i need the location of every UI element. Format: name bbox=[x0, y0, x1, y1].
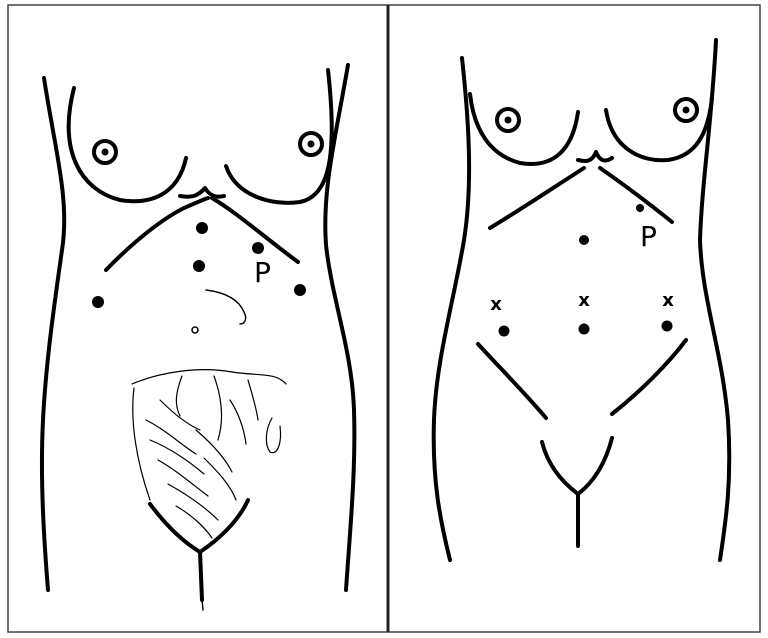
right-torso: P x x x bbox=[434, 40, 730, 560]
right-torso-costal-margin-right bbox=[600, 168, 672, 222]
right-torso-left-side bbox=[434, 58, 469, 560]
left-torso-sternal-notch bbox=[180, 188, 224, 197]
left-torso-costal-margin-left bbox=[106, 198, 208, 270]
left-marker-label: P bbox=[254, 256, 271, 289]
figure-frame bbox=[8, 5, 760, 632]
right-port-p bbox=[636, 204, 644, 212]
right-port-lower-left bbox=[499, 326, 510, 337]
right-cross-mark-center: x bbox=[578, 290, 590, 311]
right-torso-inguinal-left bbox=[478, 344, 546, 418]
left-torso-breast-left bbox=[69, 88, 186, 201]
left-torso-areola-left bbox=[102, 149, 109, 156]
left-port-mid bbox=[193, 260, 205, 272]
left-torso-midline bbox=[200, 552, 202, 600]
right-torso-pubic-line bbox=[542, 438, 612, 494]
right-torso-inguinal-right bbox=[612, 340, 686, 414]
right-torso-sternal-notch bbox=[578, 152, 612, 161]
right-torso-right-side bbox=[700, 40, 729, 560]
right-port-lower-right bbox=[662, 321, 673, 332]
left-midline-tail bbox=[202, 600, 203, 610]
right-torso-costal-margin-left bbox=[490, 168, 584, 228]
left-torso-areola-right bbox=[308, 141, 315, 148]
left-port-upper bbox=[196, 222, 208, 234]
right-port-lower-center bbox=[579, 324, 590, 335]
left-port-lateral-left bbox=[92, 296, 104, 308]
right-torso-breast-left bbox=[470, 94, 578, 164]
right-cross-mark-left: x bbox=[490, 294, 502, 315]
left-torso-left-side bbox=[42, 78, 64, 590]
left-port-p bbox=[252, 242, 264, 254]
right-marker-label: P bbox=[640, 220, 657, 253]
right-cross-mark-right: x bbox=[662, 290, 674, 311]
right-port-upper bbox=[579, 235, 589, 245]
left-port-lateral-right bbox=[294, 284, 306, 296]
right-torso-areola-right bbox=[683, 107, 690, 114]
left-faint-line bbox=[206, 290, 246, 324]
left-torso: P bbox=[42, 65, 354, 610]
left-torso-pubic-line bbox=[150, 500, 248, 552]
right-torso-areola-left bbox=[505, 117, 512, 124]
left-umbilicus bbox=[192, 327, 198, 333]
